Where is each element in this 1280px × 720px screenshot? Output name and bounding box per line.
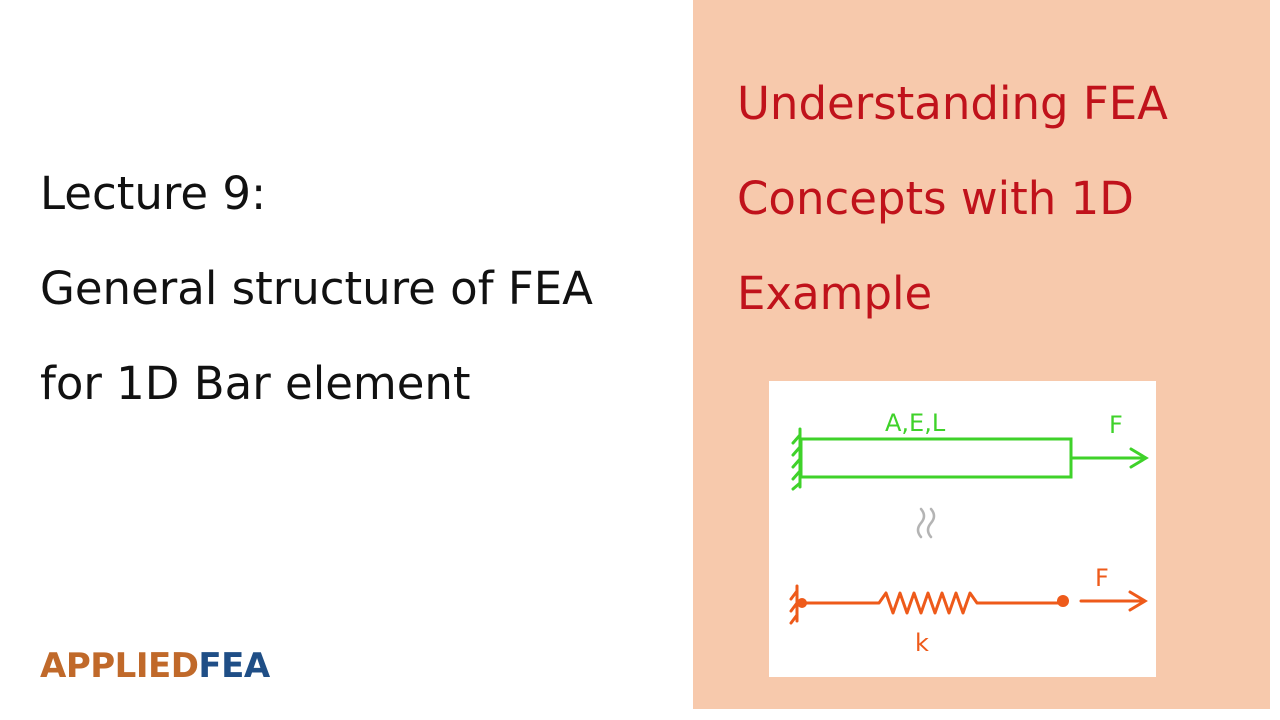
brand-part-fea: FEA xyxy=(198,646,270,686)
spring-node-right xyxy=(1057,595,1069,607)
diagram-svg: A,E,L F F k xyxy=(789,409,1149,657)
spring-wall-support xyxy=(789,584,799,625)
spring-element xyxy=(802,591,1061,615)
series-title-line-1: Understanding FEA xyxy=(737,77,1168,130)
left-panel: Lecture 9: General structure of FEA for … xyxy=(40,146,593,686)
series-title-line-2: Concepts with 1D xyxy=(737,172,1134,225)
spring-force-label: F xyxy=(1095,564,1109,592)
lecture-title: Lecture 9: General structure of FEA for … xyxy=(40,146,593,431)
series-title-line-3: Example xyxy=(737,267,933,320)
brand-part-applied: APPLIED xyxy=(40,646,199,686)
right-panel: Understanding FEA Concepts with 1D Examp… xyxy=(693,0,1270,709)
bar-force-label: F xyxy=(1109,411,1123,439)
lecture-topic-line-1: General structure of FEA xyxy=(40,262,593,315)
bar-force-arrow xyxy=(1070,447,1149,469)
bar-properties-label: A,E,L xyxy=(885,409,946,437)
spring-force-arrow xyxy=(1079,590,1148,612)
bar-spring-diagram: A,E,L F F k xyxy=(769,381,1156,677)
bar-element xyxy=(799,437,1073,479)
series-title: Understanding FEA Concepts with 1D Examp… xyxy=(737,56,1168,341)
bar-wall-support xyxy=(791,427,802,491)
lecture-number: Lecture 9: xyxy=(40,167,267,220)
spring-stiffness-label: k xyxy=(915,629,929,657)
brand-logo: APPLIEDFEA xyxy=(40,646,270,686)
equivalence-icon xyxy=(916,507,936,539)
lecture-topic-line-2: for 1D Bar element xyxy=(40,357,471,410)
